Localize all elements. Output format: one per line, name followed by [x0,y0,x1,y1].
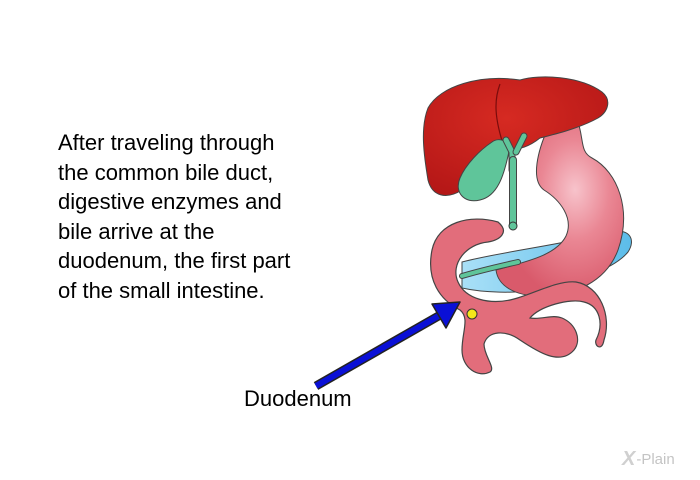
explanation-line: bile arrive at the [58,218,215,244]
brand-logo-text: -Plain [636,451,675,468]
callout-arrow-head [431,301,461,329]
hepatic-duct-right-fill [513,133,527,155]
explanation-line: After traveling through [58,130,275,155]
pancreatic-duct-fill [460,260,520,278]
duodenum-marker [466,308,478,320]
brand-logo-mark: X [622,448,636,470]
duodenum-label: Duodenum [244,386,352,411]
explanation-line: of the small intestine. [58,277,265,303]
explanation-text: After traveling through the common bile … [58,128,388,305]
bile-duct-sphincter [508,221,518,231]
explanation-line: the common bile duct, [58,159,274,185]
callout-arrow-shaft-fill [314,311,444,389]
explanation-line: digestive enzymes and [58,189,282,214]
duodenum [430,218,608,375]
brand-logo: X -Plain [622,448,675,471]
explanation-line: duodenum, the first part [58,248,291,273]
